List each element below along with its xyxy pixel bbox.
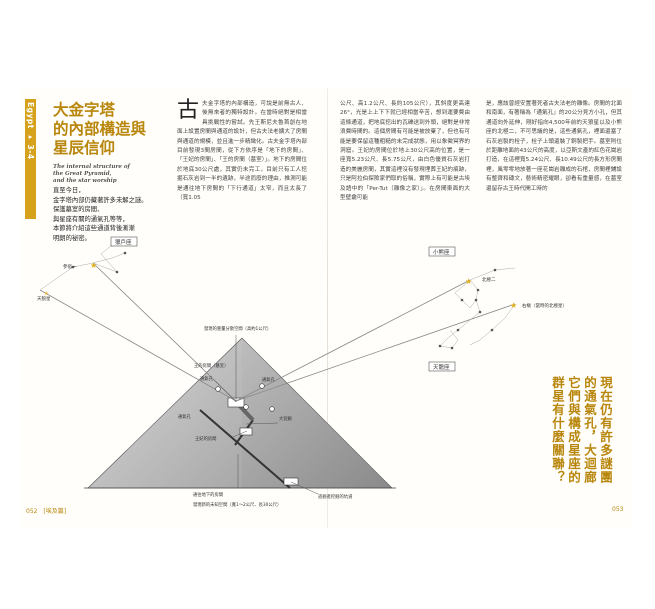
section-tag <box>25 99 36 219</box>
star-sirius-icon: ★ <box>44 291 49 297</box>
star-label-sirius: 天狼星 <box>37 295 51 302</box>
label-shaft-3: 通氣孔 <box>178 413 192 420</box>
section-tag-label: Egypt ▸ 3-4 <box>26 102 35 160</box>
leader-line <box>290 481 319 495</box>
title-line: 大金字塔 <box>53 101 116 119</box>
drop-cap: 古 <box>177 98 200 123</box>
subtitle-line: and the star worship <box>53 178 117 184</box>
star-dot <box>493 268 497 272</box>
star-label-mintaka: 參宿一 <box>63 263 77 270</box>
shaft-line-thuban <box>235 303 516 402</box>
folio-section: 埃及篇 <box>45 508 64 515</box>
constellation-label: 天龍座 <box>433 363 450 371</box>
star-dot <box>438 344 442 348</box>
body-column-1: 古 夫金字塔的內部構造，可說是前無古人、後無來者的獨特設計。在當時絕對是相當具挑… <box>177 100 307 203</box>
intro-line: 本節將介紹這些通道背後漸漸 <box>53 225 135 233</box>
intro-line: 與星座有關的通氣孔等等， <box>53 215 129 223</box>
constellation-line <box>439 299 481 349</box>
page-number-left: 052 [埃及篇] <box>26 508 67 515</box>
star-dot <box>450 346 454 350</box>
folio-number: 052 <box>26 508 38 515</box>
leader-line <box>213 379 237 403</box>
leader-line <box>232 430 248 438</box>
column-text: 是，應該曾經安置著死者古夫法老的雕像。房間的北面和南面，有著稱為「通氣孔」的20… <box>486 101 622 192</box>
column-text: 夫金字塔的內部構造，可說是前無古人、後無來者的獨特設計。在當時絕對是相當具挑戰性… <box>177 101 307 202</box>
english-subtitle: The internal structure of the Great Pyra… <box>53 164 163 185</box>
subtitle-line: The internal structure of <box>53 164 130 170</box>
page-number-right: 053 <box>612 506 623 513</box>
body-column-2: 公尺、高1.2公尺、長約105公尺），其斜度更高達26°，光是上上下下就已經相當… <box>340 100 470 203</box>
title-line: 星辰信仰 <box>53 139 116 157</box>
quote-line: 現在仍有許多謎團的 <box>582 376 613 484</box>
label-kings-chamber: 王的房間（墓室） <box>194 362 228 369</box>
constellation-orion-left: ★ ★ 獵戶座 天狼星 參宿一 <box>37 236 138 302</box>
constellation-line <box>92 252 126 264</box>
constellation-label: 獵戶座 <box>115 238 132 246</box>
quote-line: 它們與構成星座的 <box>566 376 581 484</box>
constellation-line <box>39 244 118 291</box>
shaft-line-sirius <box>39 289 237 402</box>
star-thuban-icon: ★ <box>510 301 517 310</box>
star-dot <box>123 251 127 255</box>
quote-line: 群星有什麼關聯？ <box>550 376 565 484</box>
label-queens-chamber: 王妃的房間 <box>195 435 216 442</box>
constellation-label-box <box>110 236 138 247</box>
intro-text: 直至今日， 金字塔內部仍藏著許多未解之謎。 保護墓室的房間、 與星座有關的通氣孔… <box>53 186 163 244</box>
subterranean-chamber <box>283 477 299 486</box>
intro-line: 明朗的祕密。 <box>53 234 91 242</box>
shaft-line-orion <box>92 262 237 402</box>
star-dot <box>478 310 482 314</box>
descending-passage <box>199 409 291 489</box>
star-dot <box>476 288 480 292</box>
star-label-thuban: 右樞（當時的北極星） <box>522 302 567 309</box>
label-descending: 通往地下的房間 <box>193 491 223 498</box>
star-mintaka-icon: ★ <box>90 261 97 270</box>
label-shaft-2: 通氣孔 <box>262 376 276 383</box>
marker-dot <box>215 386 221 392</box>
label-shaft: 通氣孔 <box>200 375 214 382</box>
label-tunnel: 盜掘者挖掘的坑道 <box>318 493 353 500</box>
constellation-line <box>469 303 516 346</box>
star-dot <box>456 328 460 332</box>
title-line: 的內部構造與 <box>53 120 147 138</box>
column-text: 公尺、高1.2公尺、長約105公尺），其斜度更高達26°，光是上上下下就已經相當… <box>340 101 470 202</box>
marker-dot <box>243 404 249 410</box>
label-relieving: 發現的重量分散空間（高約1公尺） <box>204 325 271 332</box>
subtitle-line: the Great Pyramid, <box>53 171 112 177</box>
book-spine <box>327 88 328 528</box>
marker-dot <box>269 406 275 412</box>
label-new-void: 發現新的未知空間（寬1～2公尺、長30公尺） <box>193 501 281 508</box>
star-label-kochab: 北極二 <box>482 276 496 283</box>
label-grand-gallery: 大迴廊 <box>279 415 293 422</box>
constellation-label-box <box>428 246 456 257</box>
constellation-right: ★ ★ 小熊座 天龍座 北極二 右樞（當時的北極星） <box>428 246 567 372</box>
intro-line: 直至今日， <box>53 187 85 194</box>
star-dot <box>115 270 119 274</box>
shaft-line-kochab <box>235 279 471 402</box>
star-kochab-icon: ★ <box>465 277 472 286</box>
page-title: 大金字塔 的內部構造與 星辰信仰 <box>53 101 163 158</box>
star-dot <box>460 298 464 302</box>
leader-line <box>245 422 279 425</box>
intro-line: 金字塔內部仍藏著許多未解之謎。 <box>53 196 148 204</box>
quote-line: 通氣孔，大迴廊 <box>582 389 597 485</box>
body-column-3: 是，應該曾經安置著死者古夫法老的雕像。房間的北面和南面，有著稱為「通氣孔」的20… <box>486 100 622 194</box>
intro-line: 保護墓室的房間、 <box>53 206 104 214</box>
constellation-label: 小熊座 <box>433 248 450 256</box>
marker-dot <box>259 383 265 389</box>
star-dot <box>490 328 494 332</box>
star-dot <box>71 265 75 269</box>
star-dot <box>474 298 478 302</box>
pull-quote: 現在仍有許多謎團的通氣孔，大迴廊它們與構成星座的群星有什麼關聯？ <box>549 376 613 496</box>
folio-number: 053 <box>612 506 624 513</box>
constellation-label-box <box>428 361 456 372</box>
